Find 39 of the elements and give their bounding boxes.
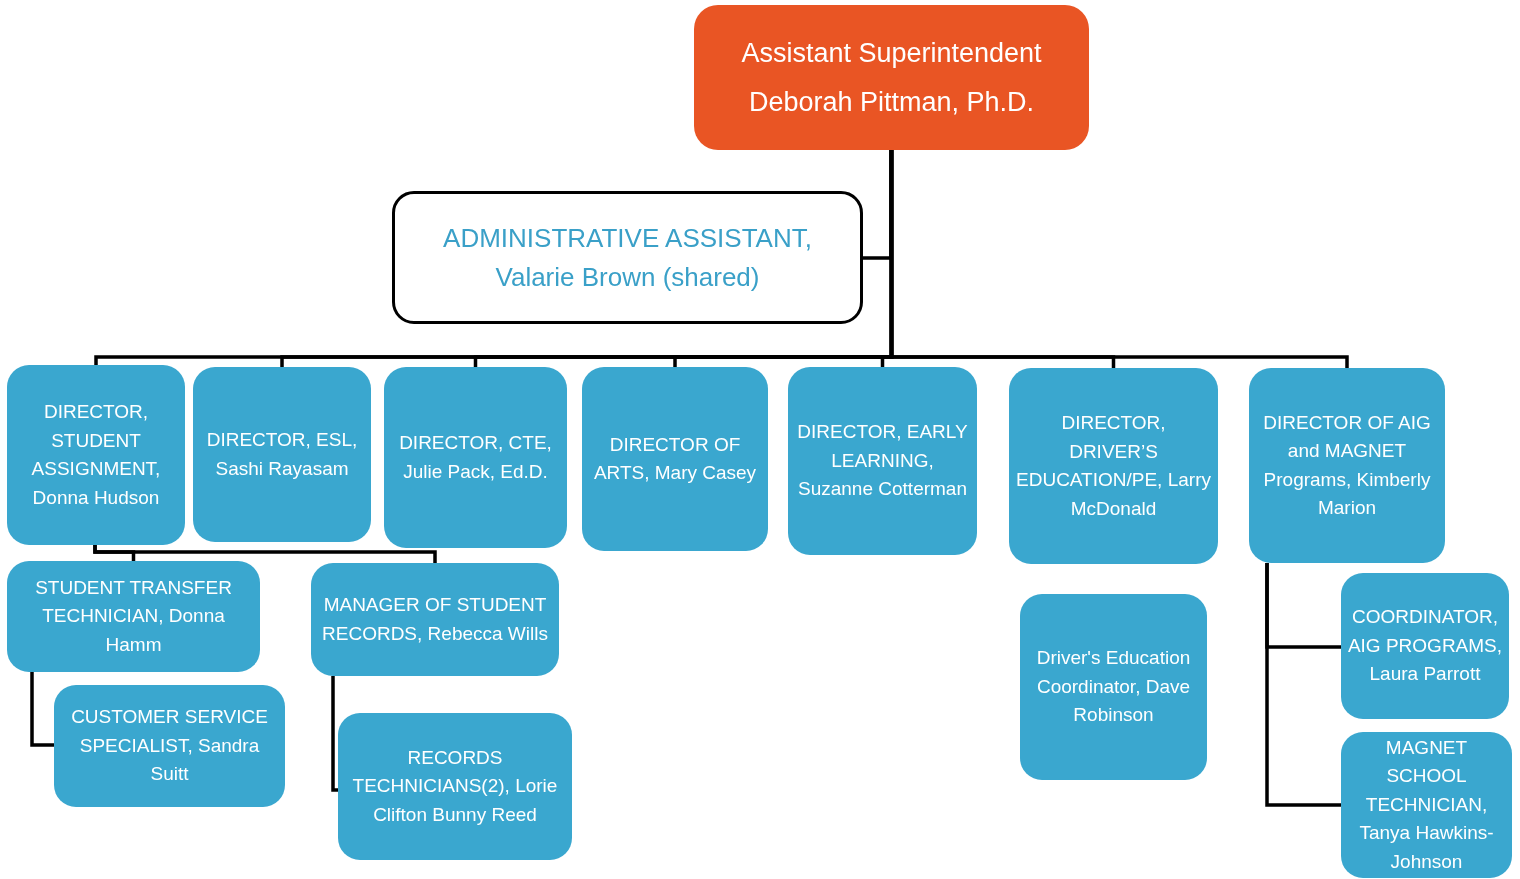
role-label: Driver's Education Coordinator, Dave Robinson [1035,646,1192,728]
role-label: DIRECTOR, CTE, Julie Pack, Ed.D. [398,431,553,484]
org-box [1249,368,1445,563]
org-box [193,367,371,542]
title-box [694,5,1089,150]
org-box [384,367,567,548]
role-label: DIRECTOR, ESL, Sashi Rayasam [205,428,359,481]
connector-line [93,545,437,563]
role-label: COORDINATOR, AIG PROGRAMS, Laura Parrott [1347,605,1503,687]
org-box [1341,732,1512,878]
role-label: DIRECTOR OF ARTS, Mary Casey [592,432,758,485]
role-label: CUSTOMER SERVICE SPECIALIST, Sandra Suitt [70,705,269,787]
connector-line [30,672,54,747]
person-name: Deborah Pittman, Ph.D. [748,85,1035,119]
role-label: RECORDS TECHNICIANS(2), Lorie Clifton Bunny Reed [351,745,559,827]
role-label: DIRECTOR OF AIG and MAGNET Programs, Kimberly Marion [1262,410,1432,520]
connector-line [863,150,893,260]
connector-line [889,150,1349,368]
org-box [7,365,185,545]
role-label: DIRECTOR, EARLY LEARNING, Suzanne Cotterman [796,420,969,502]
org-box [392,191,863,324]
org-box [1009,368,1218,564]
org-box [7,561,260,672]
role-label: DIRECTOR, DRIVER’S EDUCATION/PE, Larry McDonald [1015,411,1212,521]
role-label: ADMINISTRATIVE ASSISTANT, Valarie Brown (shared) [442,221,813,294]
org-box [311,563,559,676]
role-label: MANAGER OF STUDENT RECORDS, Rebecca Wills [321,593,549,646]
connector-line [1265,563,1341,807]
org-box [338,713,572,860]
role-label: MAGNET SCHOOL TECHNICIAN, Tanya Hawkins-Johnson [1358,735,1495,874]
org-box [1020,594,1207,780]
org-box [582,367,768,551]
role-title: Assistant Superintendent [741,36,1042,70]
org-box [54,685,285,807]
connector-line [331,676,338,792]
org-box [788,367,977,555]
role-label: DIRECTOR, STUDENT ASSIGNMENT, Donna Hudson [30,400,162,510]
role-label: STUDENT TRANSFER TECHNICIAN, Donna Hamm [34,575,233,657]
org-box [1341,573,1509,719]
